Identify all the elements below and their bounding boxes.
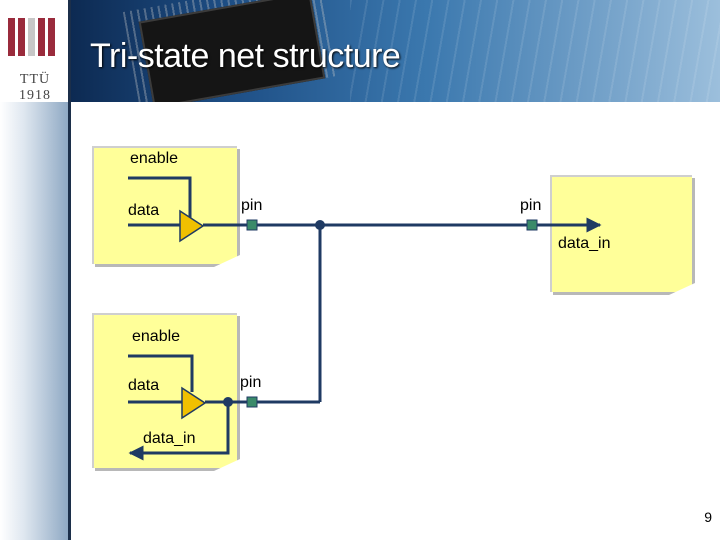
receiver-data-in-label: data_in: [558, 235, 611, 252]
bottom-data-in-label: data_in: [143, 430, 196, 447]
top-driver-box: [92, 146, 237, 264]
top-data-label: data: [128, 202, 160, 219]
logo-bar: [28, 18, 35, 56]
vertical-divider: [68, 0, 71, 540]
bottom-driver-box: [92, 313, 237, 468]
top-enable-wire: [128, 176, 192, 218]
logo-bar: [48, 18, 55, 56]
bottom-pin: [246, 396, 258, 408]
bottom-pin-label: pin: [240, 374, 262, 391]
left-decoration: [0, 102, 68, 540]
logo-bar: [8, 18, 15, 56]
receiver-box: [550, 175, 692, 292]
header-banner: [70, 0, 720, 102]
bottom-data-in-wire: [128, 402, 230, 461]
top-enable-label: enable: [130, 150, 179, 167]
receiver-pin-label: pin: [520, 197, 542, 214]
university-logo: TTÜ 1918: [0, 0, 68, 103]
top-tristate-buffer: [179, 209, 205, 243]
bottom-enable-label: enable: [132, 328, 181, 345]
slide-title: Tri-state net structure: [90, 37, 401, 75]
page-number: 9: [704, 509, 712, 525]
bottom-tristate-buffer: [181, 386, 207, 420]
net-junction: [315, 220, 325, 230]
circuit-board-background: [350, 0, 720, 102]
bottom-data-label: data: [128, 377, 160, 394]
top-pin-label: pin: [241, 197, 263, 214]
logo-text: TTÜ 1918: [19, 72, 51, 103]
top-pin: [246, 219, 258, 231]
receiver-pin: [526, 219, 538, 231]
logo-bar: [38, 18, 45, 56]
bottom-junction: [223, 397, 233, 407]
logo-bar: [18, 18, 25, 56]
bottom-enable-wire: [128, 354, 194, 392]
